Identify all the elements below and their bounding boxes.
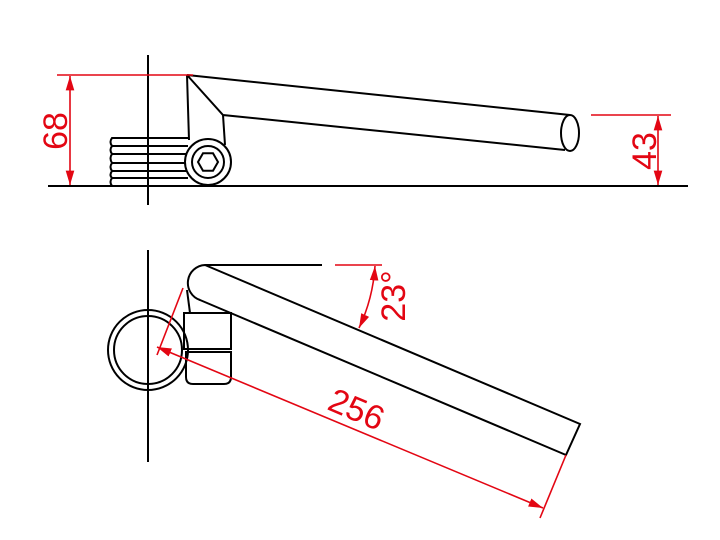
- lever-top: [186, 264, 582, 457]
- dim-43: 43: [591, 114, 671, 185]
- pivot-bolt: [184, 138, 232, 186]
- dim-68: 68: [37, 74, 193, 185]
- hex-socket-icon: [196, 152, 220, 172]
- lever-side: [186, 74, 580, 152]
- dim-43-label: 43: [626, 132, 664, 170]
- grip-end: [560, 114, 580, 152]
- dim-23-angle: 23°: [335, 264, 413, 329]
- dim-angle-label: 23°: [375, 270, 413, 321]
- clamp-block-top: [183, 312, 232, 350]
- washer-stack: [109, 137, 188, 187]
- top-view: 23° 256: [107, 250, 582, 519]
- side-view: 68 43: [37, 55, 688, 205]
- dim-256-label: 256: [323, 381, 390, 438]
- dim-68-label: 68: [37, 112, 75, 150]
